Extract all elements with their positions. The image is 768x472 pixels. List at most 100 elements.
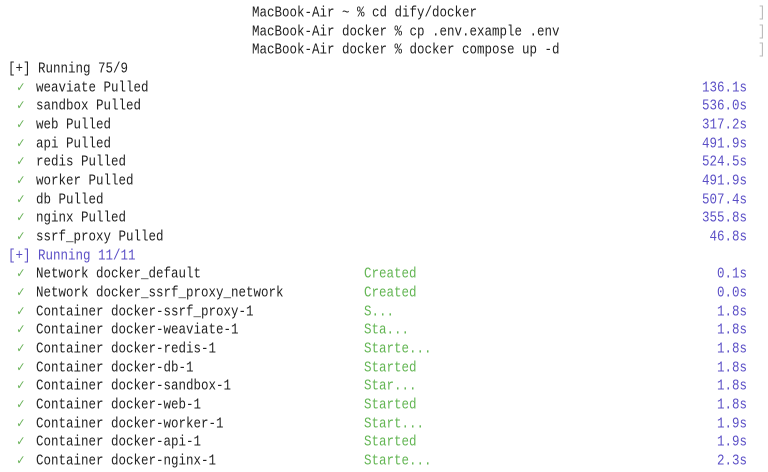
resource-status: Start...: [364, 415, 425, 432]
resource-time: 1.8s: [716, 322, 747, 339]
resource-name: Container docker-web-1: [36, 396, 202, 414]
check-icon: ✓: [17, 154, 25, 171]
run-header-line: [+] Running 11/11: [0, 247, 768, 266]
pull-time: 507.4s: [701, 191, 747, 208]
resource-status: Started: [364, 434, 417, 451]
command-text: MacBook-Air docker % docker compose up -…: [252, 42, 560, 59]
resource-time: 0.1s: [716, 266, 747, 283]
pull-time: 317.2s: [701, 116, 747, 134]
resource-time: 1.8s: [716, 378, 747, 395]
pull-name: web Pulled: [36, 116, 112, 134]
pull-row: ✓ worker Pulled 491.9s: [0, 172, 768, 191]
pull-name: redis Pulled: [36, 154, 127, 171]
pull-time: 524.5s: [701, 154, 747, 171]
check-icon: ✓: [17, 415, 25, 432]
run-row: ✓ Container docker-api-1 Started 1.9s: [0, 433, 768, 452]
resource-name: Container docker-weaviate-1: [36, 322, 239, 339]
pull-row: ✓ nginx Pulled 355.8s: [0, 209, 768, 228]
check-icon: ✓: [17, 172, 25, 190]
run-row: ✓ Container docker-redis-1 Starte... 1.8s: [0, 340, 768, 359]
run-row: ✓ Container docker-nginx-1 Starte... 2.3s: [0, 452, 768, 471]
check-icon: ✓: [17, 359, 25, 376]
pull-row: ✓ api Pulled 491.9s: [0, 135, 768, 154]
resource-name: Container docker-api-1: [36, 434, 202, 451]
pull-row: ✓ web Pulled 317.2s: [0, 116, 768, 135]
bracket-mark: ]: [758, 42, 766, 59]
pull-time: 491.9s: [701, 172, 747, 190]
resource-status: Created: [364, 266, 417, 283]
check-icon: ✓: [17, 191, 25, 208]
run-row: ✓ Network docker_ssrf_proxy_network Create…: [0, 284, 768, 303]
run-row: ✓ Container docker-ssrf_proxy-1 S... 1.8s: [0, 303, 768, 322]
pull-name: weaviate Pulled: [36, 79, 149, 96]
resource-time: 2.3s: [716, 452, 747, 470]
prompt-line: MacBook-Air docker % cp .env.example .en…: [0, 23, 768, 42]
pull-time: 136.1s: [701, 79, 747, 96]
prompt-line: MacBook-Air docker % docker compose up -…: [0, 41, 768, 60]
pull-row: ✓ weaviate Pulled 136.1s: [0, 79, 768, 98]
resource-time: 0.0s: [716, 284, 747, 302]
check-icon: ✓: [17, 284, 25, 302]
resource-time: 1.8s: [716, 303, 747, 320]
pull-name: db Pulled: [36, 191, 104, 208]
check-icon: ✓: [17, 396, 25, 414]
resource-time: 1.9s: [716, 434, 747, 451]
command-text: MacBook-Air docker % cp .env.example .en…: [252, 23, 560, 40]
pull-name: api Pulled: [36, 135, 112, 152]
check-icon: ✓: [17, 340, 25, 358]
resource-name: Container docker-sandbox-1: [36, 378, 232, 395]
pull-name: ssrf_proxy Pulled: [36, 228, 164, 246]
pull-time: 46.8s: [709, 228, 747, 246]
resource-name: Container docker-worker-1: [36, 415, 224, 432]
check-icon: ✓: [17, 303, 25, 320]
check-icon: ✓: [17, 228, 25, 246]
run-row: ✓ Container docker-sandbox-1 Star... 1.8s: [0, 377, 768, 396]
check-icon: ✓: [17, 452, 25, 470]
pull-time: 355.8s: [701, 210, 747, 227]
resource-status: Started: [364, 359, 417, 376]
resource-time: 1.8s: [716, 340, 747, 358]
resource-name: Container docker-nginx-1: [36, 452, 217, 470]
check-icon: ✓: [17, 266, 25, 283]
pull-name: nginx Pulled: [36, 210, 127, 227]
resource-time: 1.8s: [716, 396, 747, 414]
resource-name: Network docker_ssrf_proxy_network: [36, 284, 284, 302]
resource-name: Network docker_default: [36, 266, 202, 283]
resource-time: 1.8s: [716, 359, 747, 376]
pull-row: ✓ redis Pulled 524.5s: [0, 153, 768, 172]
resource-name: Container docker-ssrf_proxy-1: [36, 303, 254, 320]
check-icon: ✓: [17, 434, 25, 451]
resource-status: Starte...: [364, 452, 432, 470]
resource-status: S...: [364, 303, 395, 320]
check-icon: ✓: [17, 210, 25, 227]
resource-status: Sta...: [364, 322, 410, 339]
pull-row: ✓ db Pulled 507.4s: [0, 191, 768, 210]
check-icon: ✓: [17, 135, 25, 152]
run-row: ✓ Container docker-weaviate-1 Sta... 1.8s: [0, 321, 768, 340]
resource-status: Created: [364, 284, 417, 302]
resource-status: Star...: [364, 378, 417, 395]
pull-name: worker Pulled: [36, 172, 134, 190]
resource-name: Container docker-db-1: [36, 359, 194, 376]
pull-row: ✓ sandbox Pulled 536.0s: [0, 97, 768, 116]
check-icon: ✓: [17, 79, 25, 96]
pull-header-line: [+] Running 75/9: [0, 60, 768, 79]
bracket-mark: ]: [758, 23, 766, 40]
prompt-line: MacBook-Air ~ % cd dify/docker]: [0, 4, 768, 23]
resource-status: Starte...: [364, 340, 432, 358]
pull-time: 491.9s: [701, 135, 747, 152]
check-icon: ✓: [17, 378, 25, 395]
resource-status: Started: [364, 396, 417, 414]
check-icon: ✓: [17, 116, 25, 134]
run-header: [+] Running 11/11: [8, 247, 136, 264]
run-row: ✓ Network docker_default Created 0.1s: [0, 265, 768, 284]
pull-time: 536.0s: [701, 98, 747, 115]
resource-name: Container docker-redis-1: [36, 340, 217, 358]
pull-name: sandbox Pulled: [36, 98, 142, 115]
pull-header: [+] Running 75/9: [8, 60, 129, 78]
check-icon: ✓: [17, 98, 25, 115]
run-row: ✓ Container docker-web-1 Started 1.8s: [0, 396, 768, 415]
check-icon: ✓: [17, 322, 25, 339]
pull-row: ✓ ssrf_proxy Pulled 46.8s: [0, 228, 768, 247]
